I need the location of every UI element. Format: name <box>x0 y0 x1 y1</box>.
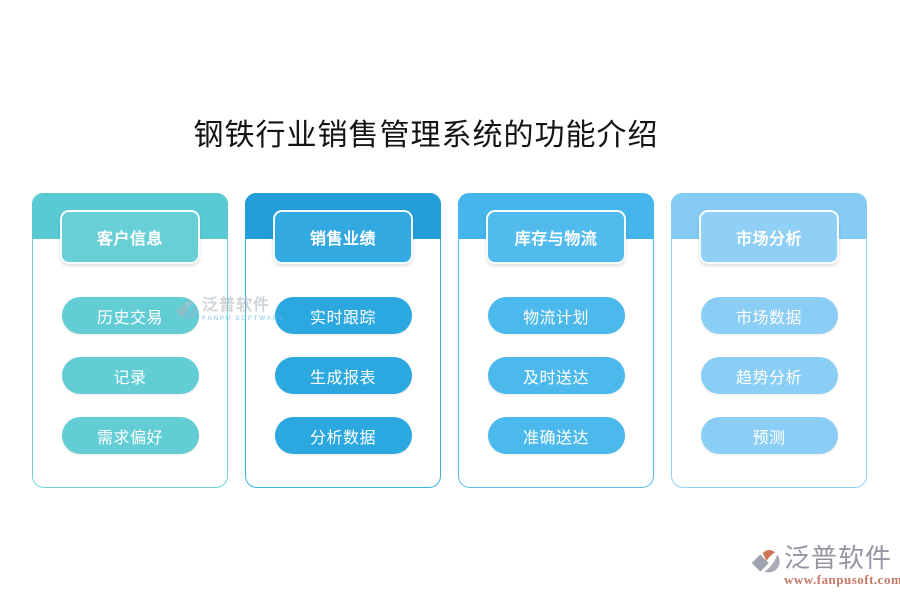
page-title-wrap: 钢铁行业销售管理系统的功能介绍 <box>0 110 900 154</box>
feature-pill: 记录 <box>61 357 199 394</box>
feature-pill: 实时跟踪 <box>274 297 412 334</box>
feature-pill-list: 历史交易 记录 需求偏好 <box>33 297 227 454</box>
feature-pill-list: 实时跟踪 生成报表 分析数据 <box>246 297 440 454</box>
card-header-label: 客户信息 <box>96 231 163 248</box>
feature-pill: 及时送达 <box>487 357 625 394</box>
card-header-customer-info: 客户信息 <box>60 210 200 264</box>
feature-card-market-analysis: 市场分析 市场数据 趋势分析 预测 <box>671 193 867 488</box>
feature-pill: 需求偏好 <box>61 417 199 454</box>
card-header-label: 销售业绩 <box>309 231 376 248</box>
feature-card-sales-performance: 销售业绩 实时跟踪 生成报表 分析数据 <box>245 193 441 488</box>
feature-pill: 市场数据 <box>700 297 838 334</box>
feature-card-customer-info: 客户信息 历史交易 记录 需求偏好 <box>32 193 228 488</box>
feature-pill: 历史交易 <box>61 297 199 334</box>
feature-pill-list: 物流计划 及时送达 准确送达 <box>459 297 653 454</box>
card-header-sales-performance: 销售业绩 <box>273 210 413 264</box>
feature-columns: 客户信息 历史交易 记录 需求偏好 销售业绩 实时跟踪 生成报表 分析数据 库存… <box>32 193 867 488</box>
feature-pill: 生成报表 <box>274 357 412 394</box>
card-header-label: 库存与物流 <box>514 231 598 248</box>
watermark-url-text: www.fanpusoft.com <box>784 572 900 587</box>
feature-pill: 准确送达 <box>487 417 625 454</box>
watermark-corner: 泛普软件 www.fanpusoft.com <box>751 545 900 587</box>
feature-pill: 预测 <box>700 417 838 454</box>
fanpu-logo-icon <box>751 545 782 583</box>
watermark-brand-text: 泛普软件 <box>784 543 893 573</box>
feature-pill: 趋势分析 <box>700 357 838 394</box>
feature-card-inventory-logistics: 库存与物流 物流计划 及时送达 准确送达 <box>458 193 654 488</box>
card-header-market-analysis: 市场分析 <box>699 210 839 264</box>
feature-pill: 分析数据 <box>274 417 412 454</box>
card-header-inventory-logistics: 库存与物流 <box>486 210 626 264</box>
card-header-label: 市场分析 <box>735 231 802 248</box>
feature-pill-list: 市场数据 趋势分析 预测 <box>672 297 866 454</box>
page-title: 钢铁行业销售管理系统的功能介绍 <box>193 118 659 153</box>
feature-pill: 物流计划 <box>487 297 625 334</box>
